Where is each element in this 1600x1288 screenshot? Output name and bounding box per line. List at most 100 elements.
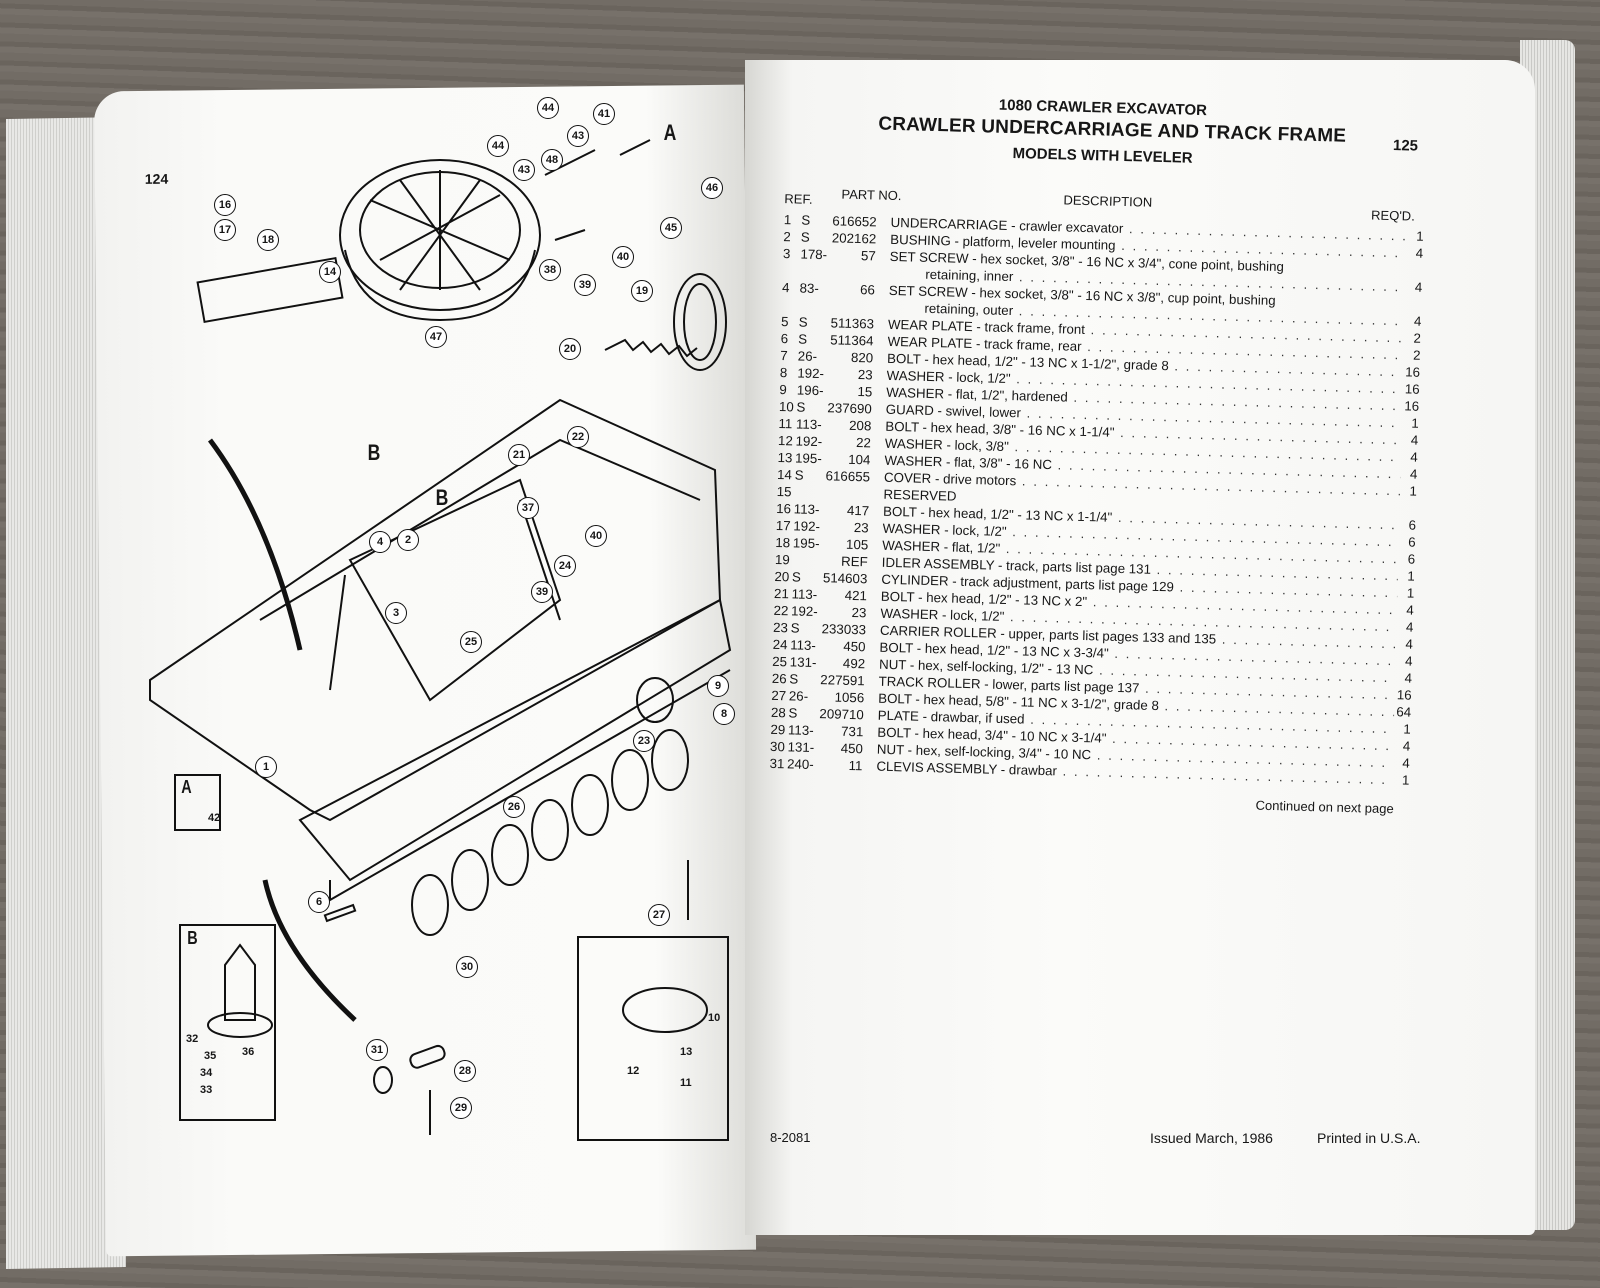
- callout-2: 2: [397, 529, 419, 551]
- callout-23: 23: [633, 730, 655, 752]
- callout-47: 47: [425, 326, 447, 348]
- qty-required: 4: [1410, 449, 1419, 465]
- pn-empty: [828, 297, 888, 316]
- inset-c-part: 10: [708, 1012, 721, 1024]
- callout-44: 44: [537, 97, 559, 119]
- callout-41: 41: [593, 103, 615, 125]
- part-number: 104: [848, 451, 871, 468]
- callout-48: 48: [541, 149, 563, 171]
- part-name: BOLT: [885, 418, 920, 435]
- callout-3: 3: [385, 602, 407, 624]
- part-detail: - track frame, front: [972, 319, 1086, 337]
- qty-required: [1404, 295, 1422, 312]
- qty-required: 64: [1396, 704, 1412, 720]
- callout-27: 27: [648, 904, 670, 926]
- part-detail: - lock, 3/8": [942, 437, 1009, 455]
- part-prefix: 240-: [786, 756, 814, 773]
- part-name: WASHER: [886, 367, 945, 385]
- part-number: 616655: [825, 468, 871, 485]
- qty-required: 4: [1409, 466, 1418, 482]
- part-name: BOLT: [878, 690, 912, 707]
- part-number: REF: [840, 553, 868, 570]
- track-frame: [149, 398, 722, 822]
- platform-ring: [339, 159, 541, 311]
- part-name: WASHER: [884, 452, 943, 470]
- ref-number: 14: [776, 466, 793, 483]
- continued-note: Continued on next page: [1255, 797, 1394, 817]
- part-number: 209710: [819, 706, 864, 723]
- part-prefix: S: [798, 331, 808, 347]
- doc-code: 8-2081: [770, 1130, 811, 1145]
- part-prefix: S: [790, 620, 800, 636]
- right-page-number: 125: [1392, 136, 1419, 155]
- qty-required: 6: [1408, 517, 1417, 533]
- continued-text: retaining, inner: [925, 266, 1014, 285]
- part-prefix: S: [801, 212, 811, 228]
- ref-number: 19: [774, 551, 790, 568]
- part-detail: - crawler excavator: [1007, 217, 1124, 236]
- part-detail: - drawbar: [996, 761, 1058, 779]
- arrow-up-frame: [207, 438, 303, 651]
- callout-4: 4: [369, 531, 391, 553]
- callout-30: 30: [456, 956, 478, 978]
- part-number: 202162: [831, 230, 877, 247]
- part-prefix: 131-: [789, 654, 817, 671]
- continued-text: retaining, outer: [924, 300, 1014, 319]
- col-reqd: REQ'D.: [1370, 207, 1415, 224]
- pn-empty: [829, 263, 889, 282]
- inset-b-letter: B: [187, 928, 198, 948]
- ref-number: 26: [771, 670, 787, 687]
- part-number: 492: [842, 655, 866, 672]
- part-number: 105: [845, 536, 869, 553]
- callout-25: 25: [460, 631, 482, 653]
- part-number: 66: [859, 282, 876, 298]
- part-number: 237690: [827, 400, 872, 417]
- prefix-empty: [800, 263, 830, 281]
- part-number: 23: [851, 604, 867, 621]
- ref-number: 16: [776, 500, 792, 517]
- part-prefix: 192-: [797, 365, 825, 382]
- part-number: 417: [846, 502, 870, 519]
- callout-6: 6: [308, 891, 330, 913]
- part-prefix: 26-: [797, 348, 818, 364]
- part-number: 450: [840, 740, 864, 757]
- part-name: WEAR PLATE: [887, 316, 973, 335]
- ref-number: 13: [777, 449, 793, 466]
- callout-14: 14: [319, 261, 341, 283]
- qty-required: 2: [1413, 330, 1422, 346]
- inset-b-part: 36: [242, 1046, 255, 1058]
- inset-a-part: 42: [208, 812, 221, 824]
- part-name: SET SCREW: [888, 282, 968, 300]
- callout-45: 45: [660, 217, 682, 239]
- inset-b-part: 33: [200, 1084, 213, 1096]
- part-prefix: 196-: [796, 382, 824, 399]
- ref-empty: [782, 262, 800, 279]
- issued-date: Issued March, 1986: [1150, 1130, 1273, 1146]
- part-number: 511364: [829, 332, 874, 349]
- ref-number: 20: [774, 568, 790, 585]
- qty-required: 4: [1413, 313, 1422, 329]
- ref-number: 25: [772, 653, 788, 670]
- inset-b-part: 34: [200, 1067, 213, 1079]
- part-prefix: 195-: [792, 535, 820, 552]
- part-number: 23: [853, 520, 869, 536]
- part-number: 233033: [821, 621, 867, 638]
- part-number: 11: [848, 757, 863, 774]
- part-number: 511363: [830, 315, 875, 332]
- qty-required: [1405, 261, 1423, 278]
- qty-required: 1: [1406, 585, 1415, 601]
- part-name: BOLT: [880, 588, 915, 605]
- qty-required: 1: [1401, 772, 1410, 788]
- part-prefix: 113-: [790, 637, 817, 654]
- ref-number: 1: [783, 212, 792, 228]
- view-letter-a: A: [663, 120, 677, 145]
- part-detail: - lock, 1/2": [938, 607, 1005, 624]
- ref-number: 27: [771, 687, 787, 704]
- part-detail: - lock, 1/2": [940, 522, 1007, 540]
- part-name: NUT: [878, 656, 907, 673]
- part-detail: - swivel, lower: [933, 403, 1022, 421]
- callout-24: 24: [554, 555, 576, 577]
- ref-number: 3: [782, 246, 791, 262]
- ref-number: 22: [773, 602, 789, 619]
